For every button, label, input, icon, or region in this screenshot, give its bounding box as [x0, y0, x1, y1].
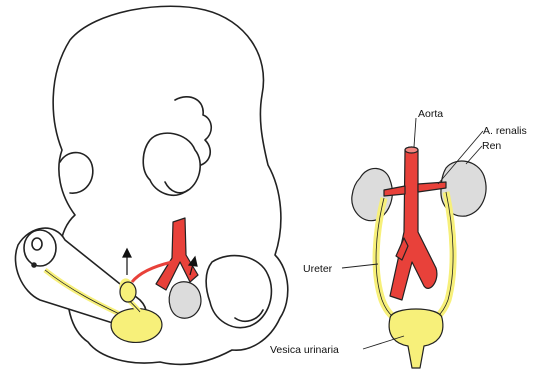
- label-kidney: Ren: [482, 141, 501, 152]
- embryo-kidney-primordium: [120, 282, 136, 302]
- embryo-kidney: [169, 282, 201, 318]
- label-bladder: Vesica urinaria: [270, 345, 339, 356]
- tube-dot: [32, 263, 36, 267]
- leader-aorta: [414, 118, 416, 147]
- label-renal-artery: A. renalis: [483, 126, 527, 137]
- tube-lumen: [32, 238, 42, 250]
- aorta-top: [405, 147, 418, 153]
- aorta-vessel: [390, 147, 437, 300]
- label-aorta: Aorta: [418, 109, 443, 120]
- label-ureter: Ureter: [303, 264, 332, 275]
- embryo-cloaca: [111, 308, 162, 342]
- embryo-figure: [15, 6, 287, 364]
- adult-urinary-system: [352, 147, 486, 368]
- leader-ureter: [342, 264, 378, 268]
